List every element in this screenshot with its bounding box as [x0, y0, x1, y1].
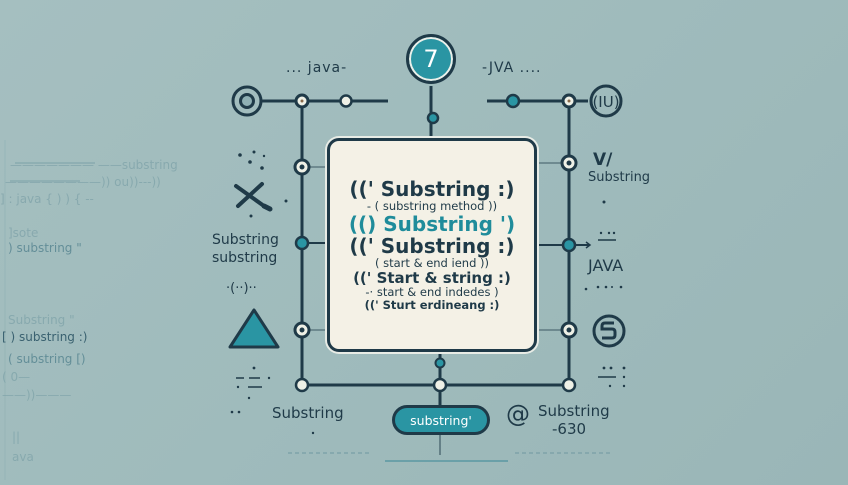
- right-v-slash-glyph: V/: [593, 150, 613, 170]
- at-symbol: @: [506, 400, 530, 428]
- faded-code-line-2: ————————)) ou))---)): [5, 175, 161, 189]
- faded-code-line-8: ( substring [): [8, 352, 86, 366]
- triangle-icon: [228, 308, 280, 349]
- card-line-8: ((' Sturt erdineang :): [364, 297, 500, 312]
- substring-card: ((' Substring :) - ( substring method ))…: [327, 138, 537, 352]
- s-circle-icon: [592, 314, 626, 348]
- faded-code-line-4: ]sote: [8, 226, 39, 240]
- left-ellipsis: ·(··)··: [226, 281, 257, 296]
- card-line-2: - ( substring method )): [366, 199, 498, 214]
- faded-code-line-7: [ ) substring :): [2, 330, 88, 344]
- right-substring-label: Substring: [588, 170, 651, 185]
- left-substring-label-lower: substring: [212, 250, 278, 266]
- faded-code-line-9: ( 0—: [2, 370, 31, 384]
- svg-text:(IU): (IU): [592, 93, 619, 111]
- faded-code-line-10: ——))———: [2, 388, 72, 402]
- faded-code-line-1: ——————— ——substring: [10, 158, 178, 172]
- right-java-label: JAVA: [588, 256, 624, 275]
- pill-label: substring': [410, 412, 472, 428]
- faded-code-line-12: ava: [12, 450, 34, 464]
- bottom-left-substring-label: Substring: [272, 404, 344, 422]
- target-circle-icon: [231, 85, 263, 117]
- left-substring-label: Substring: [212, 232, 279, 248]
- top-left-java-label: ... java-: [286, 60, 348, 76]
- card-line-1: ((' Substring :): [349, 177, 515, 202]
- card-line-6: ((' Start & string :): [353, 268, 511, 287]
- card-line-3: (() Substring '): [348, 212, 516, 237]
- faded-code-line-5: ) substring ": [8, 241, 82, 255]
- faded-code-line-6: Substring ": [8, 313, 75, 327]
- badge-glyph: 7: [423, 45, 439, 73]
- bottom-right-number-label: -630: [552, 420, 587, 438]
- top-right-jva-label: -JVA ....: [482, 60, 542, 76]
- faded-code-line-11: ||: [12, 430, 21, 444]
- card-line-4: ((' Substring :): [349, 234, 515, 259]
- card-line-5: ( start & end iend )): [374, 256, 489, 271]
- substring-pill-button[interactable]: substring': [392, 405, 490, 435]
- faded-code-line-3: ] : java { ) ) { --: [0, 192, 94, 206]
- crossed-tools-icon: [234, 182, 273, 212]
- number-badge: 7: [406, 34, 456, 84]
- parentheses-circle-icon: (IU): [589, 84, 623, 118]
- bottom-right-substring-label: Substring: [538, 402, 610, 420]
- card-line-7: -· start & end indedes ): [365, 285, 499, 300]
